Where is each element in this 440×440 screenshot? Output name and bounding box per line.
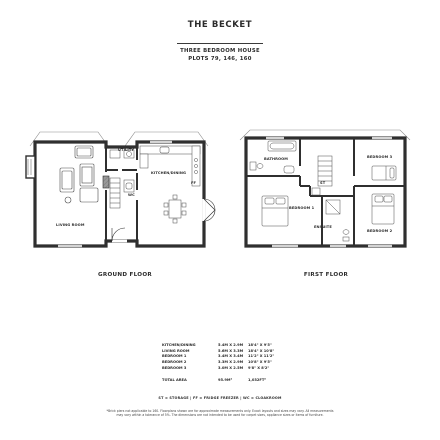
table-row: LIVING ROOM 5.6M X 3.3M 18'4" X 10'8": [162, 349, 274, 355]
first-windows: [266, 136, 392, 248]
ff-label: FF: [191, 181, 197, 185]
total-area-metric: 95.9M²: [218, 377, 233, 382]
dining-table: [163, 194, 187, 224]
first-interior-walls: [246, 138, 405, 246]
ensuite-fixtures: [325, 199, 350, 242]
first-stairs: [317, 155, 333, 187]
page-title: THE BECKET: [187, 20, 253, 30]
total-area-label: TOTAL AREA: [162, 377, 187, 382]
living-room-furniture: [59, 145, 99, 204]
disclaimer-line-1: *Brick piers not applicable to 160. Floo…: [106, 409, 334, 413]
storage-cupboard: [311, 187, 321, 196]
french-doors: [202, 198, 216, 222]
imperial-size: 9'8" X 8'2": [248, 365, 270, 370]
disclaimer-line-2: may vary within a tolerance of 5%. The d…: [116, 413, 324, 418]
front-door: [111, 227, 127, 243]
storage-label: ST: [320, 181, 326, 185]
metric-size: 5.6M X 3.3M: [218, 348, 244, 353]
imperial-size: 11'2" X 11'2": [248, 354, 275, 359]
table-row: BEDROOM 2 3.3M X 2.9M 10'8" X 9'5": [162, 360, 274, 366]
table-row: KITCHEN/DINING 5.4M X 2.9M 18'4" X 9'5": [162, 343, 274, 349]
utility-label: UTILITY: [118, 148, 134, 152]
abbreviation-legend: ST = STORAGE | FF = FRIDGE FREEZER | WC …: [158, 396, 282, 400]
utility-fixtures: [109, 149, 135, 159]
ground-floor-plan: LIVING ROOM UTILITY KITCHEN/DINING WC FF: [25, 131, 216, 248]
table-row: BEDROOM 3 3.0M X 2.5M 9'8" X 8'2": [162, 366, 274, 372]
kitchen-worktops: [139, 145, 201, 187]
imperial-size: 18'4" X 10'8": [248, 348, 275, 353]
room-name: LIVING ROOM: [162, 348, 190, 353]
bedroom1-label: BEDROOM 1: [289, 206, 315, 210]
room-name: BEDROOM 1: [162, 354, 187, 359]
room-name: KITCHEN/DINING: [162, 343, 196, 347]
ground-windows: [58, 140, 172, 248]
fireplace: [102, 175, 110, 189]
bathroom-label: BATHROOM: [264, 157, 288, 161]
roof-outline-right: [124, 131, 209, 147]
room-name: BEDROOM 3: [162, 365, 187, 370]
bay-window: [25, 155, 36, 179]
ground-floor-label: GROUND FLOOR: [97, 272, 153, 278]
bedroom3-label: BEDROOM 3: [367, 155, 393, 159]
room-name: BEDROOM 2: [162, 360, 187, 365]
imperial-size: 10'8" X 9'5": [248, 360, 272, 365]
title-divider: [177, 43, 263, 44]
total-area-row: TOTAL AREA 95.9M² 1,032FT²: [162, 372, 274, 384]
plots-subtitle: PLOTS 79, 146, 160: [188, 56, 252, 62]
first-floor-plan: BATHROOM BEDROOM 1 BEDROOM 2 BEDROOM 3 S…: [239, 129, 411, 248]
bedroom2-label: BEDROOM 2: [367, 229, 393, 233]
metric-size: 3.3M X 2.9M: [218, 360, 244, 365]
roof-outline-first: [239, 129, 411, 141]
metric-size: 3.0M X 2.5M: [218, 365, 244, 370]
bathroom-fixtures: [249, 140, 297, 174]
imperial-size: 18'4" X 9'5": [248, 343, 272, 347]
bedroom-furniture: [261, 165, 397, 227]
house-type-subtitle: THREE BEDROOM HOUSE: [180, 48, 260, 54]
ground-interior-walls: [105, 147, 138, 241]
ensuite-label: ENSUITE: [314, 225, 332, 229]
table-row: BEDROOM 1 3.4M X 3.4M 11'2" X 11'2": [162, 354, 274, 360]
kitchen-dining-label: KITCHEN/DINING: [151, 171, 186, 175]
disclaimer: *Brick piers not applicable to 160. Floo…: [24, 409, 416, 417]
metric-size: 3.4M X 3.4M: [218, 354, 244, 359]
living-room-label: LIVING ROOM: [56, 223, 85, 227]
total-area-imperial: 1,032FT²: [248, 377, 266, 382]
ground-stairs: [109, 177, 135, 209]
room-dimensions-table: KITCHEN/DINING 5.4M X 2.9M 18'4" X 9'5" …: [162, 343, 274, 383]
metric-size: 5.4M X 2.9M: [218, 343, 244, 347]
wc-label: WC: [128, 193, 135, 197]
first-floor-label: FIRST FLOOR: [303, 272, 349, 278]
roof-outline-left: [29, 131, 109, 147]
